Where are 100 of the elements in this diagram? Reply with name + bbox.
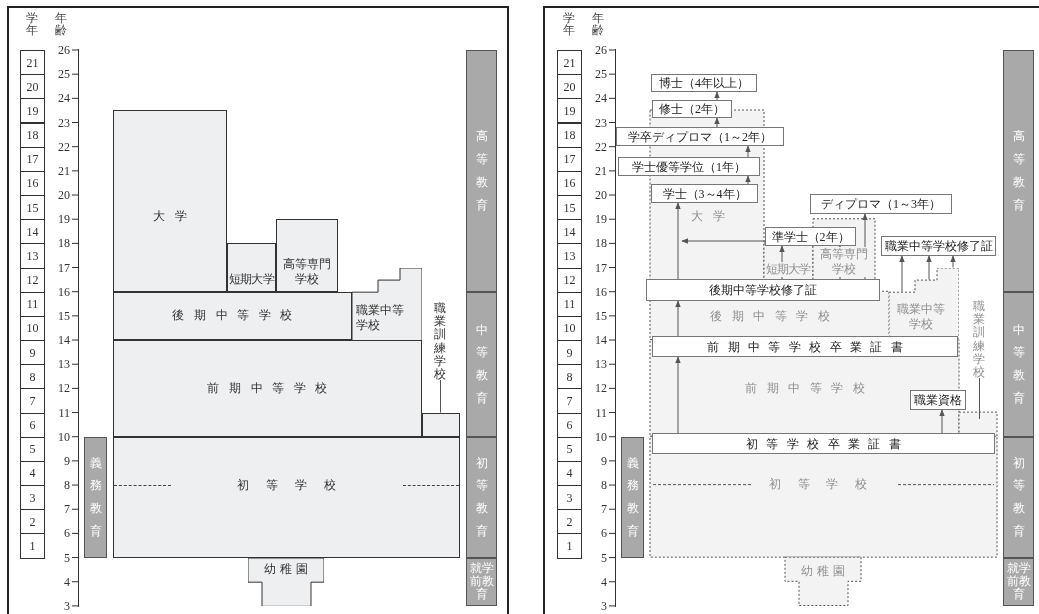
age-number: 20 xyxy=(594,187,607,203)
age-number: 8 xyxy=(600,477,607,494)
age-number: 16 xyxy=(57,283,70,300)
certificate-name: 準学士（2年） xyxy=(771,230,850,243)
school-box xyxy=(276,219,338,292)
certificate-name: 前期中等学校卒業証書 xyxy=(706,340,912,353)
arrow xyxy=(939,409,945,434)
education-stage-bar xyxy=(466,436,497,558)
grade-cell: 21 xyxy=(557,50,582,76)
age-number: 14 xyxy=(594,332,607,349)
grade-cell: 6 xyxy=(557,412,582,438)
age-number: 24 xyxy=(57,90,70,107)
education-stage-bar xyxy=(621,436,644,558)
stage-name: 初等教育 xyxy=(1012,454,1025,540)
grade-cell: 19 xyxy=(20,98,45,124)
grade-cell: 9 xyxy=(20,340,45,366)
certificate-box xyxy=(652,336,958,357)
stage-name: 就学前教育 xyxy=(469,561,494,602)
age-number: 9 xyxy=(600,452,607,469)
grade-cell: 11 xyxy=(557,291,582,317)
age-number: 18 xyxy=(57,235,70,252)
stage-name: 義務教育 xyxy=(626,454,639,540)
grade-cell: 8 xyxy=(557,364,582,390)
certificate-name: 博士（4年以上） xyxy=(659,77,749,89)
age-number: 19 xyxy=(57,211,70,228)
grade-cell: 13 xyxy=(557,243,582,269)
leader-line xyxy=(979,377,980,420)
age-number: 11 xyxy=(57,404,70,421)
school-name: 大学 xyxy=(152,209,197,225)
arrow xyxy=(714,91,720,101)
school-box xyxy=(227,243,276,292)
certificate-box xyxy=(651,74,757,92)
school-box xyxy=(113,436,460,558)
age-number: 23 xyxy=(594,114,607,131)
age-number: 6 xyxy=(63,525,70,542)
age-number: 3 xyxy=(600,597,607,614)
certificate-name: 学士（3～4年） xyxy=(662,187,747,200)
grade-cell: 19 xyxy=(557,98,582,124)
certificate-name: 修士（2年） xyxy=(659,103,725,115)
faded-school-name: 後期中等学校 xyxy=(709,309,840,324)
age-number: 21 xyxy=(57,162,70,179)
age-number: 5 xyxy=(600,549,607,566)
arrow xyxy=(837,245,843,280)
arrow xyxy=(950,255,956,269)
certificate-box xyxy=(616,127,784,146)
certificate-name: 職業中等学校修了証 xyxy=(884,240,993,252)
grade-cell: 7 xyxy=(20,388,45,414)
grade-cell: 12 xyxy=(557,267,582,293)
education-stage-bar xyxy=(466,291,497,437)
education-stage-bar xyxy=(1003,291,1034,437)
education-stage-bar xyxy=(1003,436,1034,558)
age-number: 24 xyxy=(594,90,607,107)
certificate-box xyxy=(618,157,760,176)
stage-name: 中等教育 xyxy=(475,321,488,407)
empty-box xyxy=(422,412,460,437)
arrow xyxy=(862,213,868,280)
grade-cell: 2 xyxy=(20,509,45,535)
stage-name: 就学前教育 xyxy=(1006,561,1031,602)
grade-cell: 7 xyxy=(557,388,582,414)
school-box xyxy=(352,267,422,340)
certificate-name: ディプロマ（1～3年） xyxy=(821,198,941,210)
grade-cell: 8 xyxy=(20,364,45,390)
age-number: 7 xyxy=(63,501,70,518)
grade-cell: 20 xyxy=(557,74,582,100)
column-header: 年齢 xyxy=(55,12,67,36)
arrow xyxy=(926,255,932,281)
grade-cell: 21 xyxy=(20,50,45,76)
grade-cell: 16 xyxy=(20,170,45,196)
certificate-box xyxy=(652,433,995,454)
age-number: 9 xyxy=(63,452,70,469)
age-number: 13 xyxy=(594,356,607,373)
grade-cell: 17 xyxy=(20,146,45,172)
arrow xyxy=(675,356,681,434)
school-name: 初等学校 xyxy=(236,477,353,494)
grade-cell: 12 xyxy=(20,267,45,293)
faded-school-name: 初等学校 xyxy=(752,477,896,492)
age-number: 22 xyxy=(57,138,70,155)
grade-cell: 15 xyxy=(557,195,582,221)
grade-cell: 9 xyxy=(557,340,582,366)
certificate-box xyxy=(765,227,856,246)
school-name: 職業中等学校 xyxy=(356,303,405,332)
grade-cell: 11 xyxy=(20,291,45,317)
age-number: 20 xyxy=(57,187,70,203)
education-stage-bar xyxy=(84,436,107,558)
arrow xyxy=(675,300,681,337)
age-number: 13 xyxy=(57,356,70,373)
school-box xyxy=(113,291,352,340)
arrow xyxy=(675,202,681,280)
certificate-name: 職業資格 xyxy=(914,394,962,406)
grade-cell: 4 xyxy=(20,460,45,487)
school-name: 短期大学 xyxy=(229,271,274,287)
school-name: 高等専門学校 xyxy=(282,256,332,287)
grade-cell: 15 xyxy=(20,195,45,221)
age-number: 16 xyxy=(594,283,607,300)
age-number: 12 xyxy=(57,380,70,397)
stage-name: 中等教育 xyxy=(1012,321,1025,407)
arrow xyxy=(899,255,905,293)
grade-cell: 10 xyxy=(20,315,45,341)
grade-cell: 3 xyxy=(557,485,582,511)
age-number: 19 xyxy=(594,211,607,228)
